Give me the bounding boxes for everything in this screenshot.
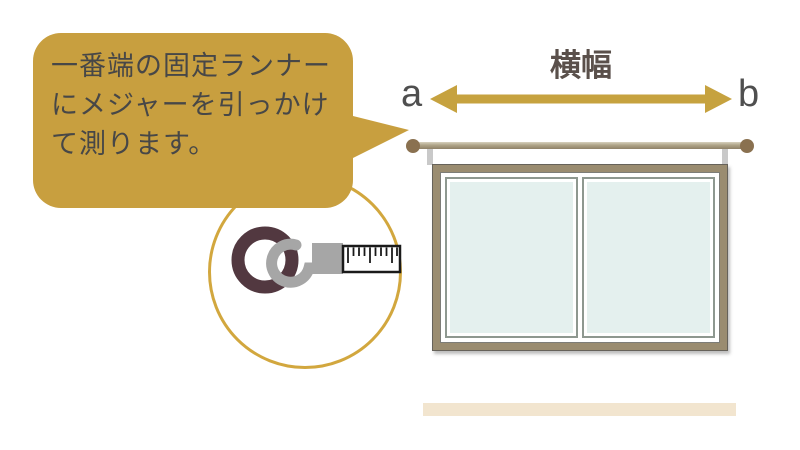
tape-body <box>312 243 343 274</box>
rail-bracket-right <box>722 147 728 165</box>
speech-bubble-tail <box>345 114 409 162</box>
tape-hook <box>266 238 326 288</box>
speech-bubble: 一番端の固定ランナー にメジャーを引っかけ て測ります。 <box>33 33 353 208</box>
measurement-point-b: b <box>738 73 760 115</box>
double-arrow-shape <box>430 85 732 113</box>
window-sash-right <box>582 177 715 338</box>
window-glass-right <box>587 182 710 333</box>
rail-end-cap-right <box>740 139 754 153</box>
rail-end-cap-left <box>406 139 420 153</box>
speech-bubble-text: 一番端の固定ランナー にメジャーを引っかけ て測ります。 <box>33 33 353 164</box>
speech-bubble-tail-shape <box>345 114 409 162</box>
tape-ruler <box>341 244 402 274</box>
ruler-ticks <box>347 247 398 263</box>
window-sash-left <box>445 177 578 338</box>
curtain-rail <box>412 142 749 149</box>
callout-line-3: て測ります。 <box>51 129 217 159</box>
window-sill-bar <box>423 403 736 416</box>
width-measurement-title: 横幅 <box>550 48 612 83</box>
rail-bracket-left <box>427 147 433 165</box>
window-glass-left <box>450 182 573 333</box>
window <box>432 164 728 351</box>
runner-ring <box>231 226 299 294</box>
callout-line-2: にメジャーを引っかけ <box>51 90 330 120</box>
callout-line-1: 一番端の固定ランナー <box>51 51 331 81</box>
double-arrow-icon <box>430 85 732 113</box>
window-inner-frame <box>440 172 720 343</box>
measurement-point-a: a <box>401 73 423 115</box>
tape-measure-icon <box>231 226 402 294</box>
